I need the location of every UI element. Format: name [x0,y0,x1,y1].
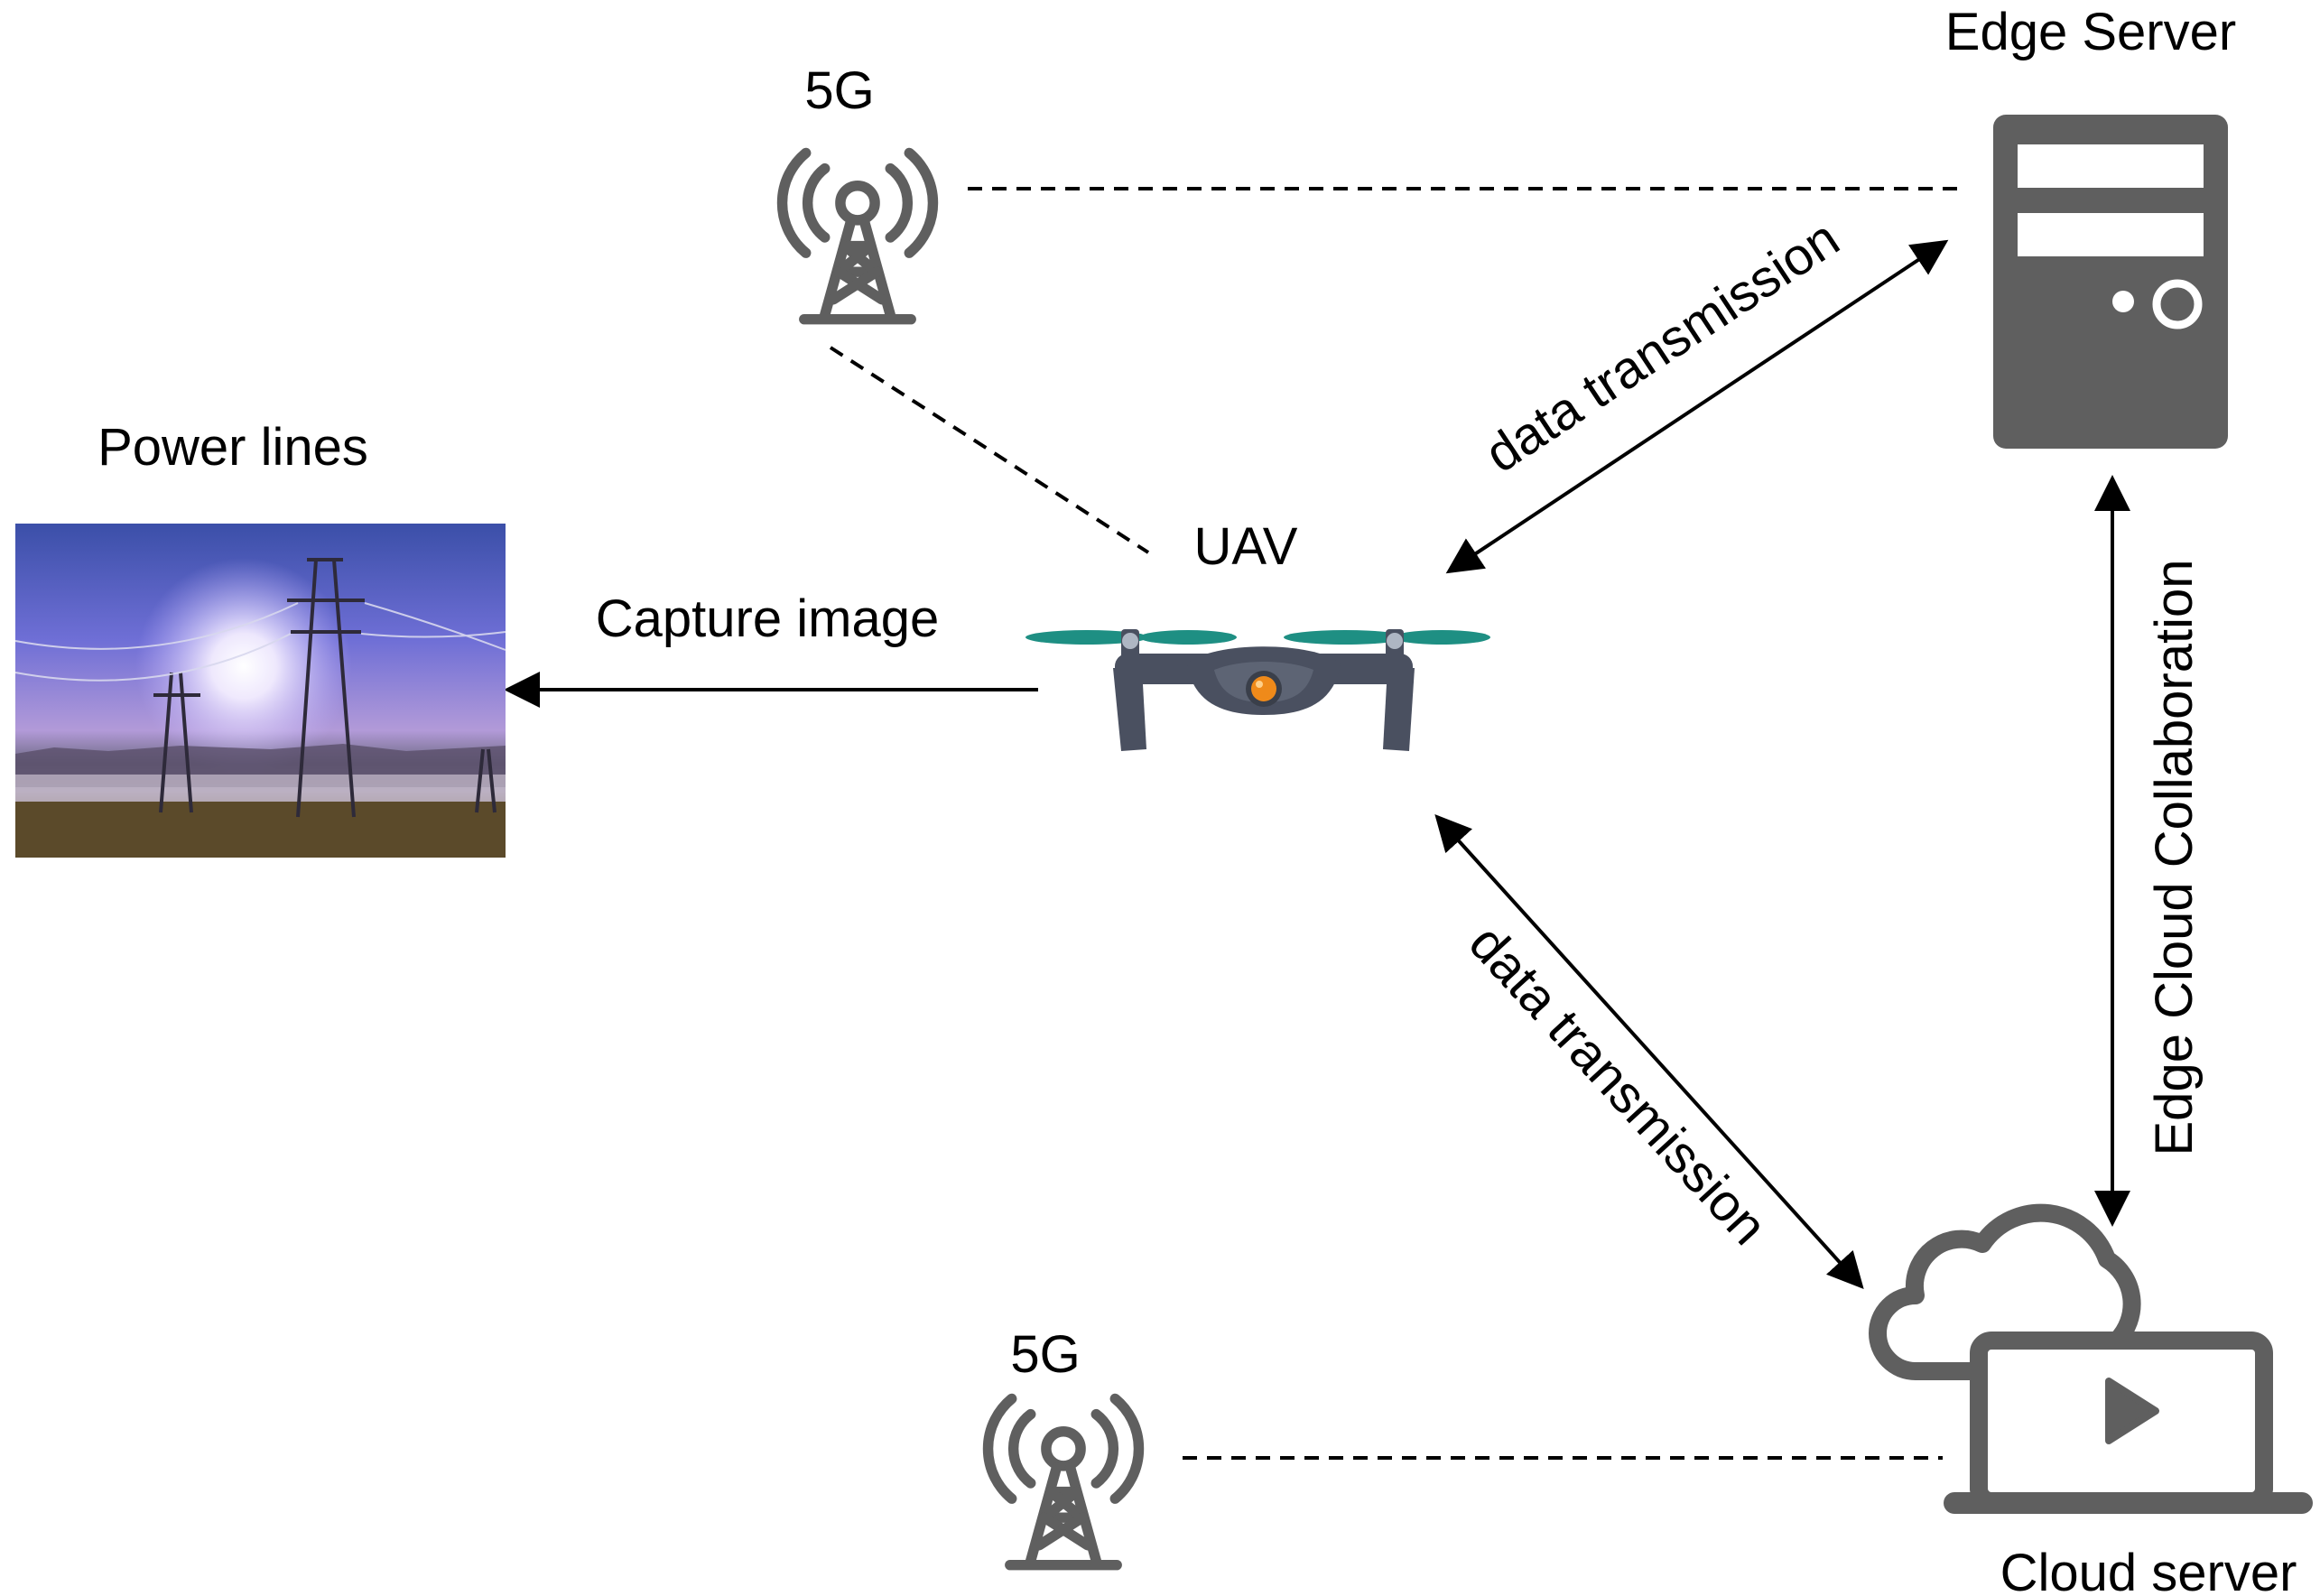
tower-top-label: 5G [804,61,874,120]
data-transmission-lower-label: data transmission [1458,914,1778,1256]
cloud-server-label: Cloud server [2000,1544,2297,1596]
power-lines-photo [14,524,506,858]
uav-label: UAV [1194,517,1298,576]
signal-tower-icon [783,153,933,319]
dashed-link-tower-uav [829,346,1150,554]
arrow-data-transmission-lower [1434,814,1864,1289]
tower-bottom-label: 5G [1010,1325,1080,1384]
server-icon [1993,115,2228,449]
capture-image-label: Capture image [596,589,939,648]
signal-tower-icon [988,1398,1139,1564]
power-lines-label: Power lines [97,418,368,477]
arrow-data-transmission-upper [1445,239,1949,574]
data-transmission-upper-label: data transmission [1475,209,1850,484]
drone-icon [1025,629,1490,751]
cloud-server-icon [1869,1203,2313,1514]
edge-server-label: Edge Server [1945,3,2236,61]
edge-cloud-collaboration-label: Edge Cloud Collaboration [2145,560,2204,1156]
